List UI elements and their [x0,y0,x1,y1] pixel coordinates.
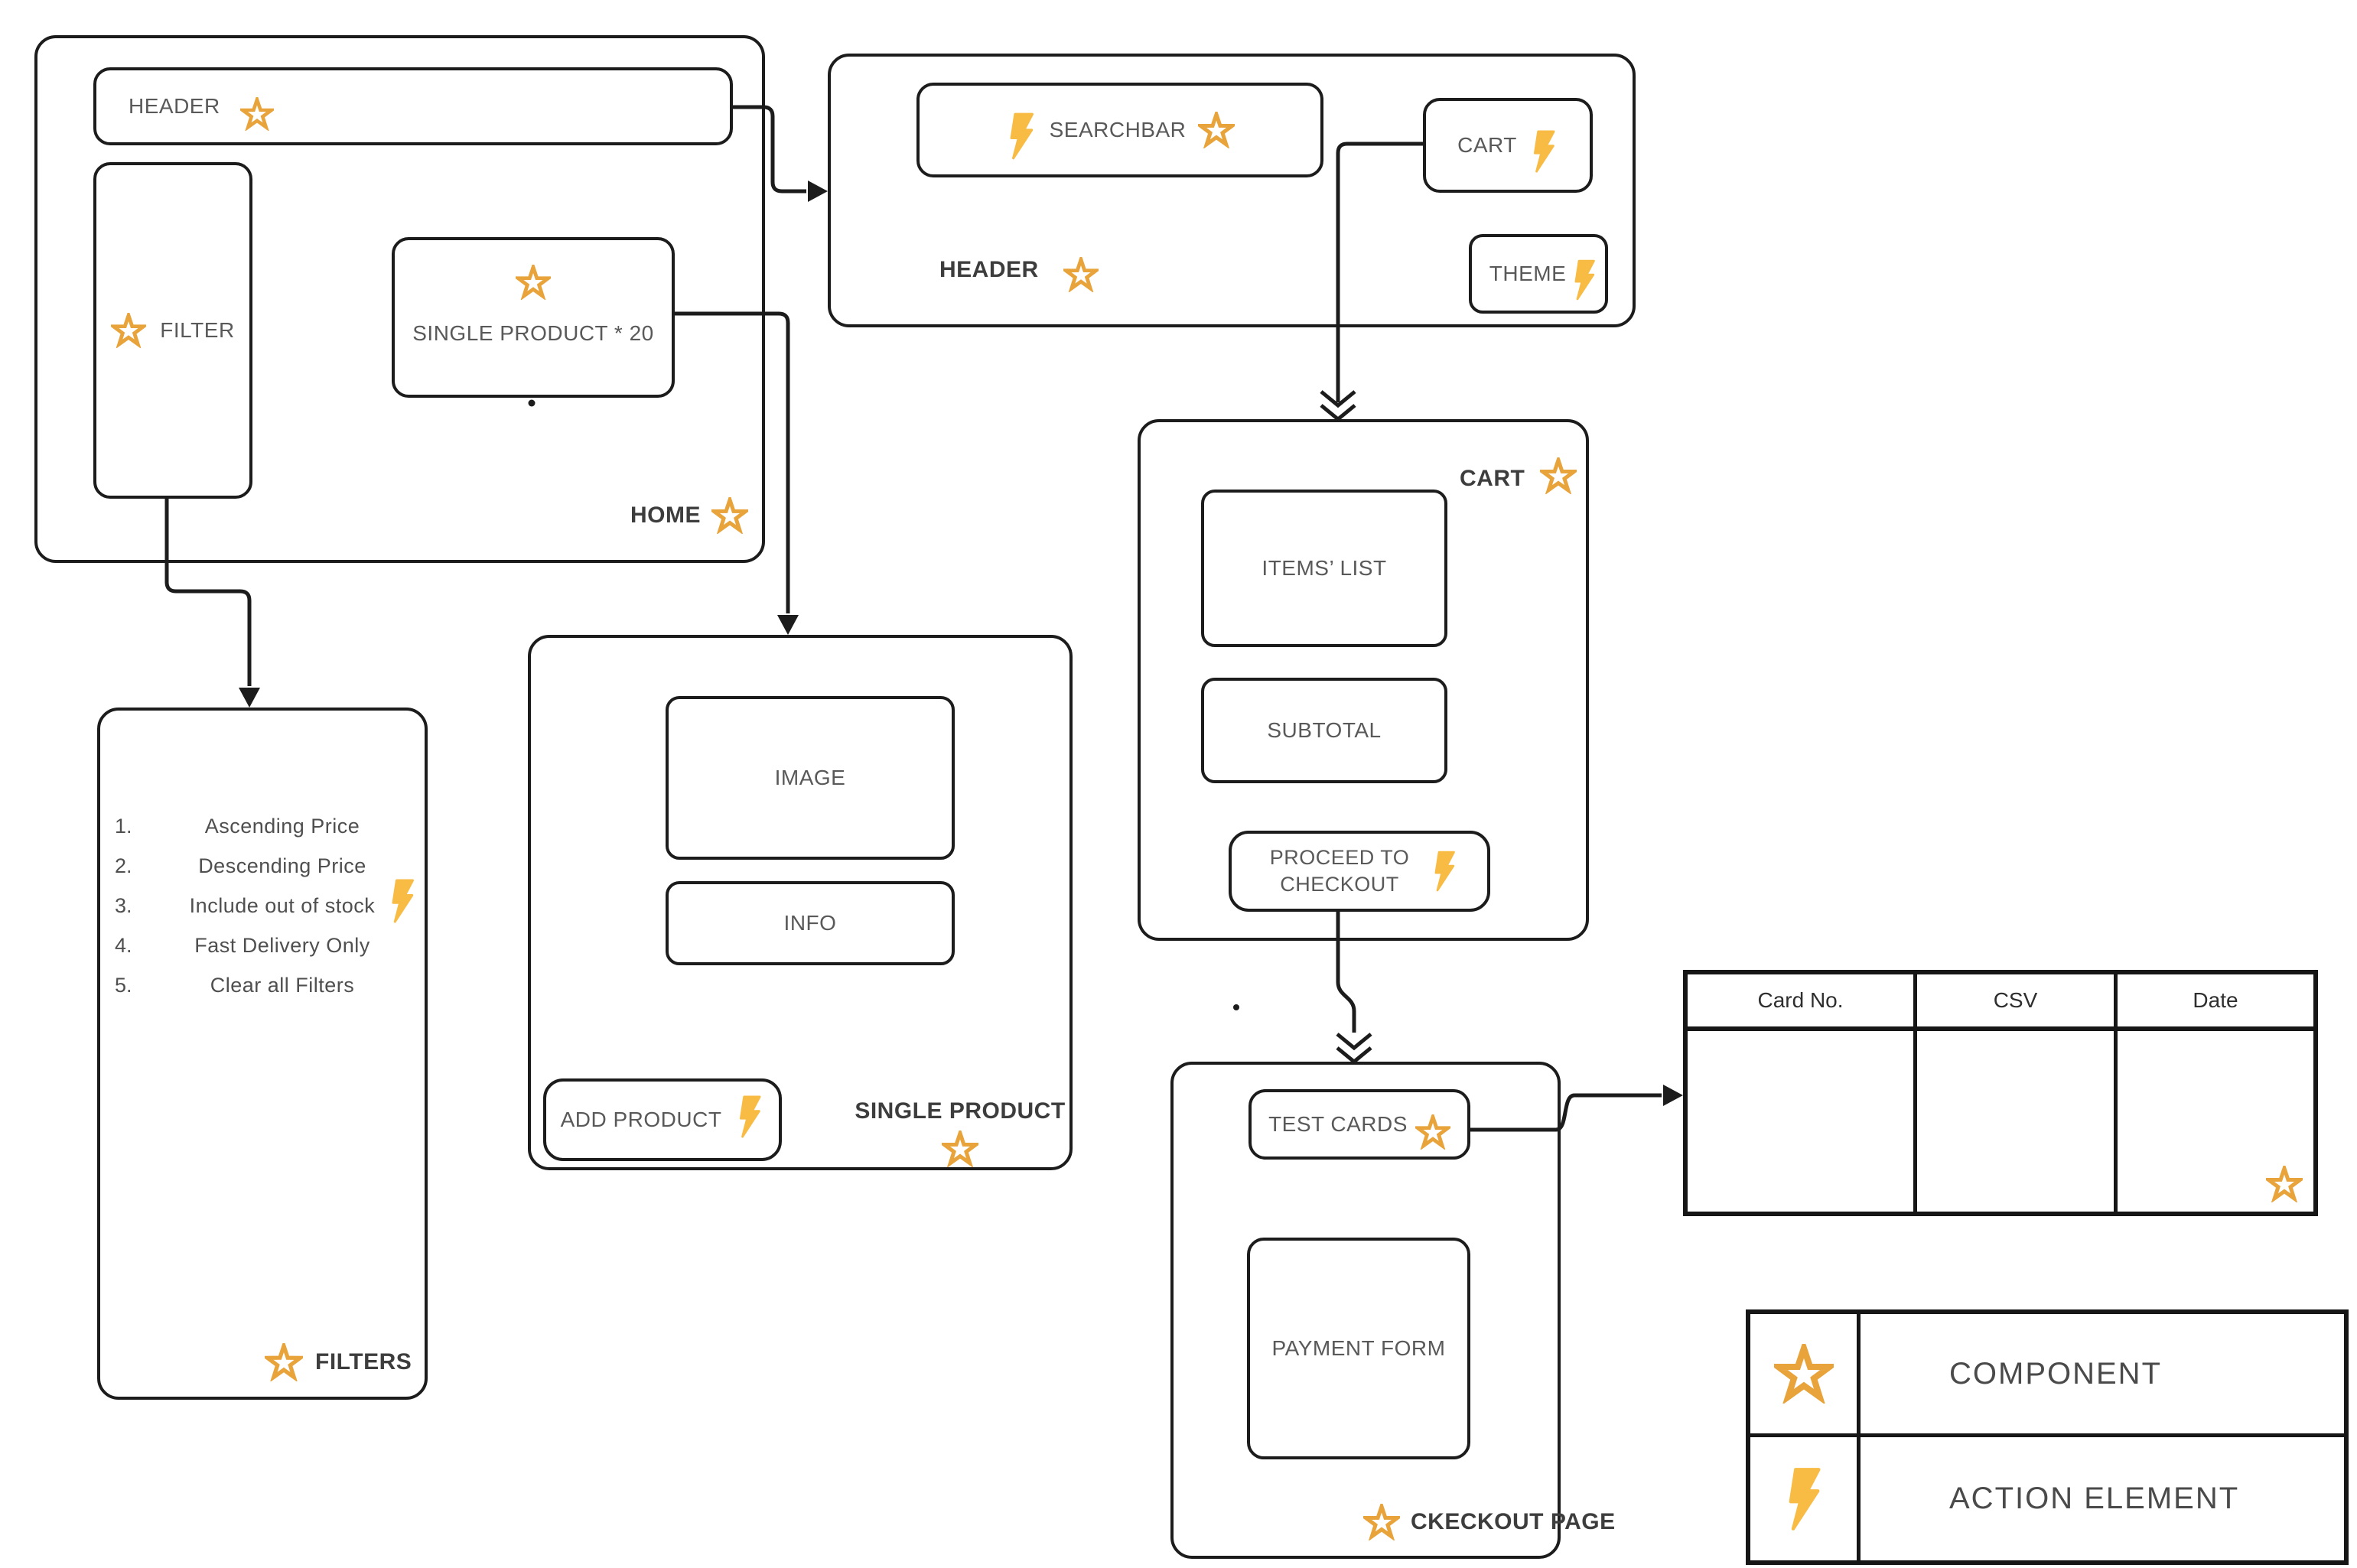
cart-page-title: CART [1460,460,1577,497]
component-star-icon [942,1130,978,1167]
list-item-number: 1. [115,814,132,838]
add-product-button[interactable]: ADD PRODUCT [543,1078,782,1161]
triangle-arrowhead [1663,1085,1683,1106]
single-product-list-node[interactable]: SINGLE PRODUCT * 20 [392,237,675,398]
home-header-label: HEADER [129,94,220,118]
component-star-icon [2266,1166,2303,1202]
list-item-label: Clear all Filters [210,973,355,997]
chevron-arrowhead [1336,1033,1372,1051]
table-cell-csv [1917,1031,2118,1212]
header-section-title-text: HEADER [939,257,1039,282]
image-label: IMAGE [774,766,846,789]
info-node[interactable]: INFO [666,881,955,965]
header-cart-label: CART [1457,133,1517,157]
component-star-icon [1198,112,1235,148]
searchbar-label: SEARCHBAR [1049,118,1187,142]
list-item[interactable]: 1. Ascending Price [115,806,399,846]
component-star-icon [1363,1504,1400,1540]
stray-dot [1233,1004,1239,1010]
component-star-icon [265,1343,303,1381]
add-product-label: ADD PRODUCT [560,1108,722,1131]
filters-options-list: 1. Ascending Price 2. Descending Price 3… [115,806,399,1005]
list-item-number: 5. [115,973,132,997]
proceed-to-checkout-button[interactable]: PROCEED TO CHECKOUT [1229,831,1490,912]
single-product-page-title: SINGLE PRODUCT [849,1098,1071,1167]
list-item-number: 2. [115,854,132,877]
list-item[interactable]: 3. Include out of stock [115,886,399,926]
action-bolt-icon [387,878,418,924]
component-star-icon [711,497,748,534]
legend-component-label: COMPONENT [1861,1314,2344,1437]
table-header-card-no: Card No. [1688,974,1917,1031]
component-star-icon [1415,1114,1450,1150]
list-item-label: Descending Price [198,854,366,877]
component-star-icon [1540,457,1577,494]
cart-page-title-text: CART [1460,466,1525,491]
theme-node[interactable]: THEME [1469,234,1608,314]
filters-page-title: FILTERS [265,1343,412,1381]
chevron-arrowhead [1320,404,1356,422]
filter-node[interactable]: FILTER [93,162,252,499]
legend-action-label: ACTION ELEMENT [1949,1482,2240,1515]
items-list-node[interactable]: ITEMS’ LIST [1201,490,1447,647]
list-item-label: Fast Delivery Only [194,933,370,957]
table-header-csv: CSV [1917,974,2118,1031]
table-cell-card-no [1688,1031,1917,1212]
header-section-title: HEADER [939,252,1099,288]
theme-label: THEME [1489,262,1567,285]
filters-page-title-text: FILTERS [315,1349,412,1374]
filter-label: FILTER [160,318,235,342]
list-item-label: Include out of stock [189,893,376,917]
items-list-label: ITEMS’ LIST [1262,556,1387,580]
chevron-arrowhead [1336,1046,1372,1065]
triangle-arrowhead [808,181,828,202]
test-cards-node[interactable]: TEST CARDS [1248,1089,1470,1160]
test-cards-label: TEST CARDS [1268,1112,1408,1136]
table-cell-date [2118,1031,2313,1212]
action-bolt-icon [1005,112,1037,161]
table-header-date: Date [2118,974,2313,1031]
header-cart-node[interactable]: CART [1423,98,1593,193]
component-star-icon [1063,257,1099,292]
action-bolt-icon [1431,850,1458,893]
single-product-list-label: SINGLE PRODUCT * 20 [412,321,654,345]
legend-bolt-cell [1750,1437,1861,1560]
home-page-title-text: HOME [630,503,701,528]
checkout-page-title-text: CKECKOUT PAGE [1411,1509,1616,1534]
image-node[interactable]: IMAGE [666,696,955,860]
checkout-page-title: CKECKOUT PAGE [1363,1504,1616,1540]
home-page-title: HOME [630,497,748,534]
action-bolt-icon [1571,259,1598,301]
single-product-page-title-text: SINGLE PRODUCT [855,1098,1066,1124]
proceed-to-checkout-label: PROCEED TO CHECKOUT [1269,845,1410,896]
list-item[interactable]: 4. Fast Delivery Only [115,926,399,965]
payment-form-label: PAYMENT FORM [1271,1336,1446,1360]
list-item-number: 3. [115,893,132,917]
legend[interactable]: COMPONENT ACTION ELEMENT [1746,1309,2349,1565]
info-label: INFO [783,911,837,935]
component-star-icon [1774,1344,1834,1404]
action-bolt-icon [1782,1466,1825,1532]
triangle-arrowhead [239,688,260,708]
subtotal-node[interactable]: SUBTOTAL [1201,678,1447,783]
component-star-icon [111,313,146,348]
list-item-number: 4. [115,933,132,957]
legend-star-cell [1750,1314,1861,1437]
home-header-node[interactable]: HEADER [93,67,733,145]
component-star-icon [240,97,274,131]
list-item[interactable]: 2. Descending Price [115,846,399,886]
action-bolt-icon [1529,129,1558,174]
searchbar-node[interactable]: SEARCHBAR [916,83,1323,177]
test-cards-table[interactable]: Card No. CSV Date [1683,970,2318,1216]
chevron-arrowhead [1320,390,1356,408]
subtotal-label: SUBTOTAL [1267,718,1382,742]
action-bolt-icon [735,1095,764,1139]
list-item[interactable]: 5. Clear all Filters [115,965,399,1005]
list-item-label: Ascending Price [204,814,360,838]
component-star-icon [516,265,551,300]
payment-form-node[interactable]: PAYMENT FORM [1247,1238,1470,1459]
filters-page-node[interactable] [97,708,428,1400]
triangle-arrowhead [777,615,799,635]
